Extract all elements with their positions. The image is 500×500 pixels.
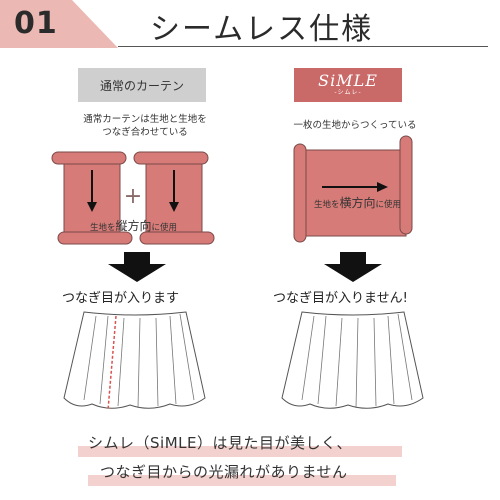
right-result-arrow: [324, 252, 382, 282]
statement-line-1: シムレ（SiMLE）は見た目が美しく、: [88, 434, 352, 452]
section-header: 01 シームレス仕様: [0, 0, 500, 48]
statement-highlight-2: [88, 475, 396, 486]
right-caption-pre: 生地を: [314, 200, 340, 210]
simle-logo-subtext: -シムレ-: [334, 89, 362, 96]
left-caption-direction: 縦方向: [115, 219, 152, 233]
left-curtain-with-seam: [63, 311, 206, 411]
simle-description: 一枚の生地からつくっている: [293, 120, 417, 131]
curtain-seam-line: [107, 315, 117, 411]
left-caption-pre: 生地を: [90, 223, 116, 233]
simle-logo-text: SiMLE: [318, 71, 378, 90]
statement-line-2: つなぎ目からの光漏れがありません: [100, 463, 348, 481]
section-title: シームレス仕様: [150, 12, 374, 47]
normal-curtain-description: 通常カーテンは生地と生地を つなぎ合わせている: [83, 114, 207, 138]
left-result-arrow: [108, 252, 166, 282]
left-caption-post: に使用: [151, 223, 178, 233]
plus-sign: +: [124, 184, 142, 209]
right-curtain-seamless: [281, 311, 424, 409]
header-accent-wedge: [0, 0, 118, 48]
normal-curtain-label-text: 通常のカーテン: [99, 78, 184, 93]
right-fabric-scroll: [293, 135, 413, 243]
section-number: 01: [14, 6, 58, 41]
right-caption-direction: 横方向: [339, 196, 376, 210]
statement-highlight-1: [78, 446, 402, 457]
normal-curtain-label: 通常のカーテン: [78, 68, 206, 102]
right-result-text: つなぎ目が入りません!: [273, 291, 408, 306]
header-divider: [118, 46, 488, 47]
right-caption-post: に使用: [375, 200, 402, 210]
left-result-text: つなぎ目が入ります: [62, 291, 180, 306]
simle-brand-logo: SiMLE -シムレ-: [294, 68, 402, 102]
left-down-arrow-2: [169, 170, 179, 212]
left-fabric-caption: 生地を縦方向に使用: [90, 217, 177, 234]
left-down-arrow-1: [87, 170, 97, 212]
right-right-arrow: [322, 182, 388, 192]
header-wedge-shape: [0, 0, 118, 48]
right-fabric-caption: 生地を横方向に使用: [314, 194, 401, 211]
left-fabric-scroll-1: [51, 151, 133, 245]
